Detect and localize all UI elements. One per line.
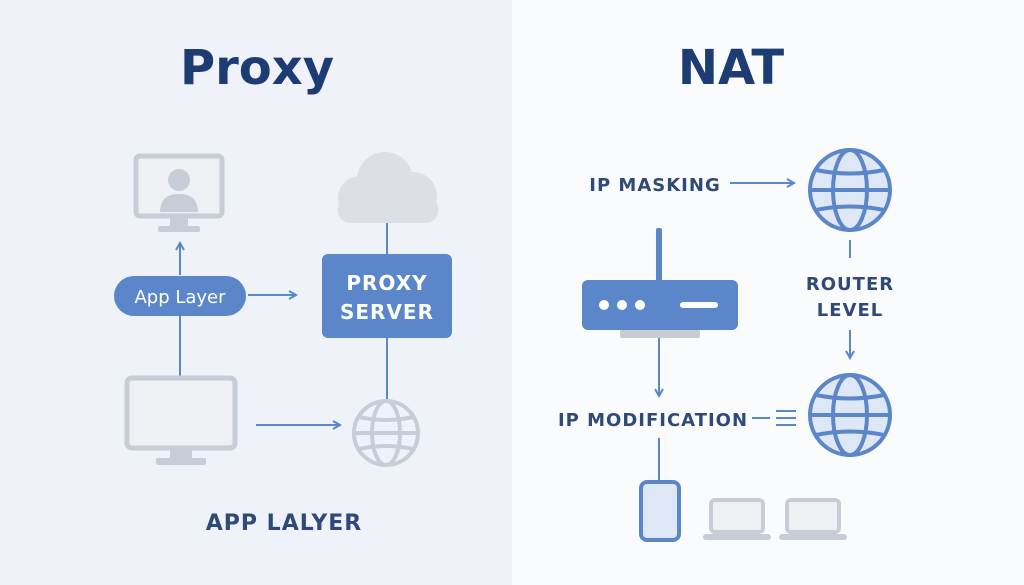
ip-masking-label: IP MASKING <box>589 175 720 196</box>
app-layer-pill: App Layer <box>114 276 246 316</box>
proxy-server-box: PROXY SERVER <box>322 254 452 338</box>
laptop-icon-1 <box>703 498 771 540</box>
public-globe-icon <box>808 148 892 232</box>
connector-modification-to-globe <box>752 410 796 426</box>
laptop-icon-2 <box>779 498 847 540</box>
proxy-server-label-line1: PROXY <box>346 271 427 295</box>
router-level-label-line1: ROUTER <box>806 274 894 295</box>
computer-monitor-icon <box>124 375 238 465</box>
internet-globe-icon <box>352 399 420 467</box>
proxy-title: Proxy <box>179 40 335 96</box>
proxy-server-label-line2: SERVER <box>340 300 434 324</box>
router-level-label-line2: LEVEL <box>817 300 883 321</box>
proxy-footer-label: APP LALYER <box>206 511 362 536</box>
ip-modification-label: IP MODIFICATION <box>558 410 748 431</box>
phone-icon <box>639 480 681 542</box>
router-icon <box>582 228 738 338</box>
private-globe-icon <box>808 373 892 457</box>
app-layer-pill-label: App Layer <box>134 287 226 308</box>
cloud-icon <box>338 152 438 223</box>
user-monitor-icon <box>133 153 225 232</box>
nat-title: NAT <box>677 40 785 96</box>
